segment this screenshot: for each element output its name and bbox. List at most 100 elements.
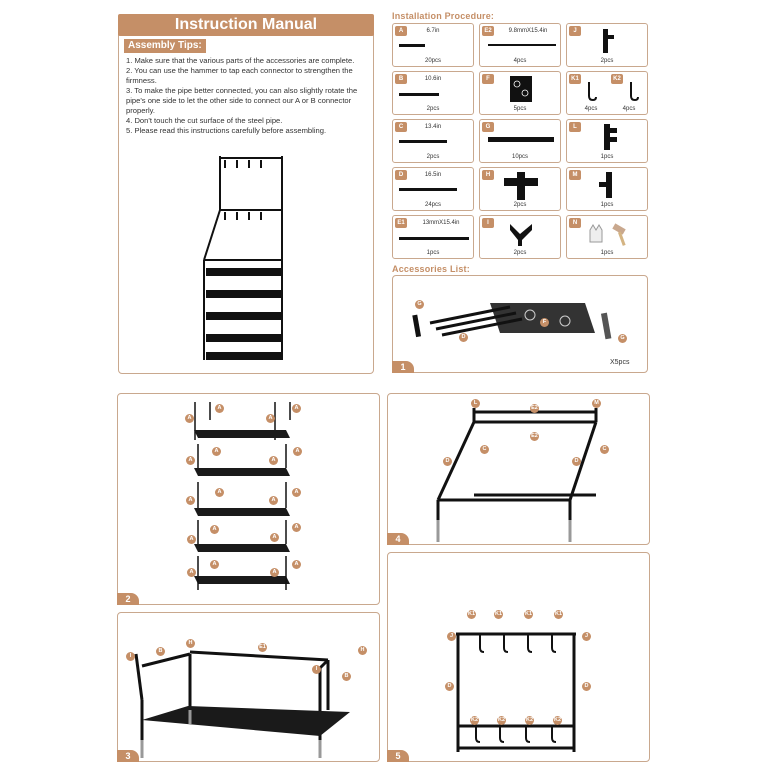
accessory-label-f: F: [540, 318, 549, 327]
step-2-label-a-14: A: [210, 525, 219, 534]
step-4-label-m: M: [592, 399, 601, 408]
tip-3: 3. To make the pipe better connected, yo…: [126, 86, 358, 115]
step-2-tab: 2: [117, 593, 139, 605]
step-3-base-illustration: [134, 650, 350, 758]
step-4-label-e2: E2: [530, 432, 539, 441]
step-2-panel: [117, 393, 380, 605]
step-4-label-c-left: C: [480, 445, 489, 454]
hook-k2-icon: [630, 82, 639, 102]
step-5-label-k2-2: K2: [497, 716, 506, 725]
gloves-icon: [589, 224, 603, 243]
step-3-label-h-left: H: [186, 639, 195, 648]
accessory-label-g2: G: [618, 334, 627, 343]
step-4-label-c-right: C: [600, 445, 609, 454]
installation-procedure-title: Installation Procedure:: [392, 11, 495, 21]
part-f-cell: F 5pcs: [479, 71, 561, 115]
step-2-label-a-19: A: [270, 568, 279, 577]
tip-4: 4. Don't touch the cut surface of the st…: [126, 115, 283, 125]
step-5-label-d-right: D: [582, 682, 591, 691]
step-2-label-a-17: A: [187, 568, 196, 577]
step-3-label-i-left: I: [126, 652, 135, 661]
step-5-hook-frame-illustration: [456, 632, 576, 752]
tip-5: 5. Please read this instructions careful…: [126, 126, 327, 136]
part-k-cell: K1 K2 4pcs 4pcs: [566, 71, 648, 115]
part-m-cell: M 1pcs: [566, 167, 648, 211]
step-5-label-d-left: D: [445, 682, 454, 691]
step-5-label-k1-4: K1: [554, 610, 563, 619]
step-2-label-a-7: A: [269, 456, 278, 465]
step-2-label-a-3: A: [266, 414, 275, 423]
step-2-label-a-15: A: [270, 533, 279, 542]
step-5-label-k2-4: K2: [553, 716, 562, 725]
step-2-label-a-2: A: [215, 404, 224, 413]
step-3-label-b-right: B: [342, 672, 351, 681]
manual-title: Instruction Manual: [118, 14, 374, 36]
step-5-label-j-left: J: [447, 632, 456, 641]
step-5-label-k2-3: K2: [525, 716, 534, 725]
step-2-label-a-11: A: [269, 496, 278, 505]
part-j-cell: J 2pcs: [566, 23, 648, 67]
step-3-tab: 3: [117, 750, 139, 762]
connector-j-icon: [603, 29, 614, 53]
part-n-cell: N 1pcs: [566, 215, 648, 259]
part-h-cell: H 2pcs: [479, 167, 561, 211]
connector-m-icon: [599, 172, 612, 198]
step-2-label-a-8: A: [293, 447, 302, 456]
step-4-label-d-right: D: [572, 457, 581, 466]
part-c-cell: C 13.4in 2pcs: [392, 119, 474, 163]
step-4-label-l: L: [471, 399, 480, 408]
part-b-cell: B 10.6in 2pcs: [392, 71, 474, 115]
part-d-cell: D 16.5in 24pcs: [392, 167, 474, 211]
step-2-label-a-18: A: [210, 560, 219, 569]
step-4-tab: 4: [387, 533, 409, 545]
shelf-rack-illustration: [203, 156, 283, 360]
step-5-label-k2-1: K2: [470, 716, 479, 725]
step-2-label-a-20: A: [292, 560, 301, 569]
accessory-label-d: D: [459, 333, 468, 342]
step-2-label-a-16: A: [292, 523, 301, 532]
step-4-label-d-left: D: [443, 457, 452, 466]
step-2-label-a-6: A: [212, 447, 221, 456]
step-4-frame-illustration: [436, 408, 598, 542]
step-2-label-a-12: A: [292, 488, 301, 497]
accessories-illustration: [412, 303, 612, 340]
connector-l-icon: [604, 124, 617, 150]
step-1-tab: 1: [392, 361, 414, 373]
connector-i-icon: [510, 224, 532, 246]
shelf-mesh-icon: [510, 76, 532, 102]
step-5-tab: 5: [387, 750, 409, 762]
accessories-quantity: X5pcs: [610, 359, 630, 366]
step-2-label-a-4: A: [292, 404, 301, 413]
part-g-cell: G 10pcs: [479, 119, 561, 163]
tip-2: 2. You can use the hammer to tap each co…: [126, 66, 353, 85]
step-3-panel: [117, 612, 380, 762]
step-2-shelves-illustration: [194, 402, 291, 590]
accessories-list-title: Accessories List:: [392, 264, 470, 274]
step-2-label-a-9: A: [186, 496, 195, 505]
assembly-tips-list: 1. Make sure that the various parts of t…: [126, 56, 368, 136]
step-5-label-k1-1: K1: [467, 610, 476, 619]
step-3-label-h-right: H: [358, 646, 367, 655]
part-i-cell: I 2pcs: [479, 215, 561, 259]
part-e1-cell: E1 13mmX15.4in 1pcs: [392, 215, 474, 259]
hammer-icon: [612, 223, 626, 246]
accessory-label-g1: G: [415, 300, 424, 309]
step-3-label-e1: E1: [258, 643, 267, 652]
step-2-label-a-10: A: [215, 488, 224, 497]
step-2-label-a-5: A: [186, 456, 195, 465]
step-5-label-k1-2: K1: [494, 610, 503, 619]
assembly-tips-heading: Assembly Tips:: [124, 39, 206, 53]
step-4-panel: [387, 393, 650, 545]
step-4-label-e2-top: E2: [530, 404, 539, 413]
step-5-label-k1-3: K1: [524, 610, 533, 619]
connector-h-icon: [504, 172, 538, 200]
part-a-cell: A 6.7in 20pcs: [392, 23, 474, 67]
step-2-label-a-13: A: [187, 535, 196, 544]
tip-1: 1. Make sure that the various parts of t…: [126, 56, 355, 65]
step-2-label-a-1: A: [185, 414, 194, 423]
part-e2-cell: E2 9.8mmX15.4in 4pcs: [479, 23, 561, 67]
step-3-label-b-left: B: [156, 647, 165, 656]
step-3-label-i-right: I: [312, 665, 321, 674]
part-l-cell: L 1pcs: [566, 119, 648, 163]
hook-k1-icon: [588, 82, 597, 102]
